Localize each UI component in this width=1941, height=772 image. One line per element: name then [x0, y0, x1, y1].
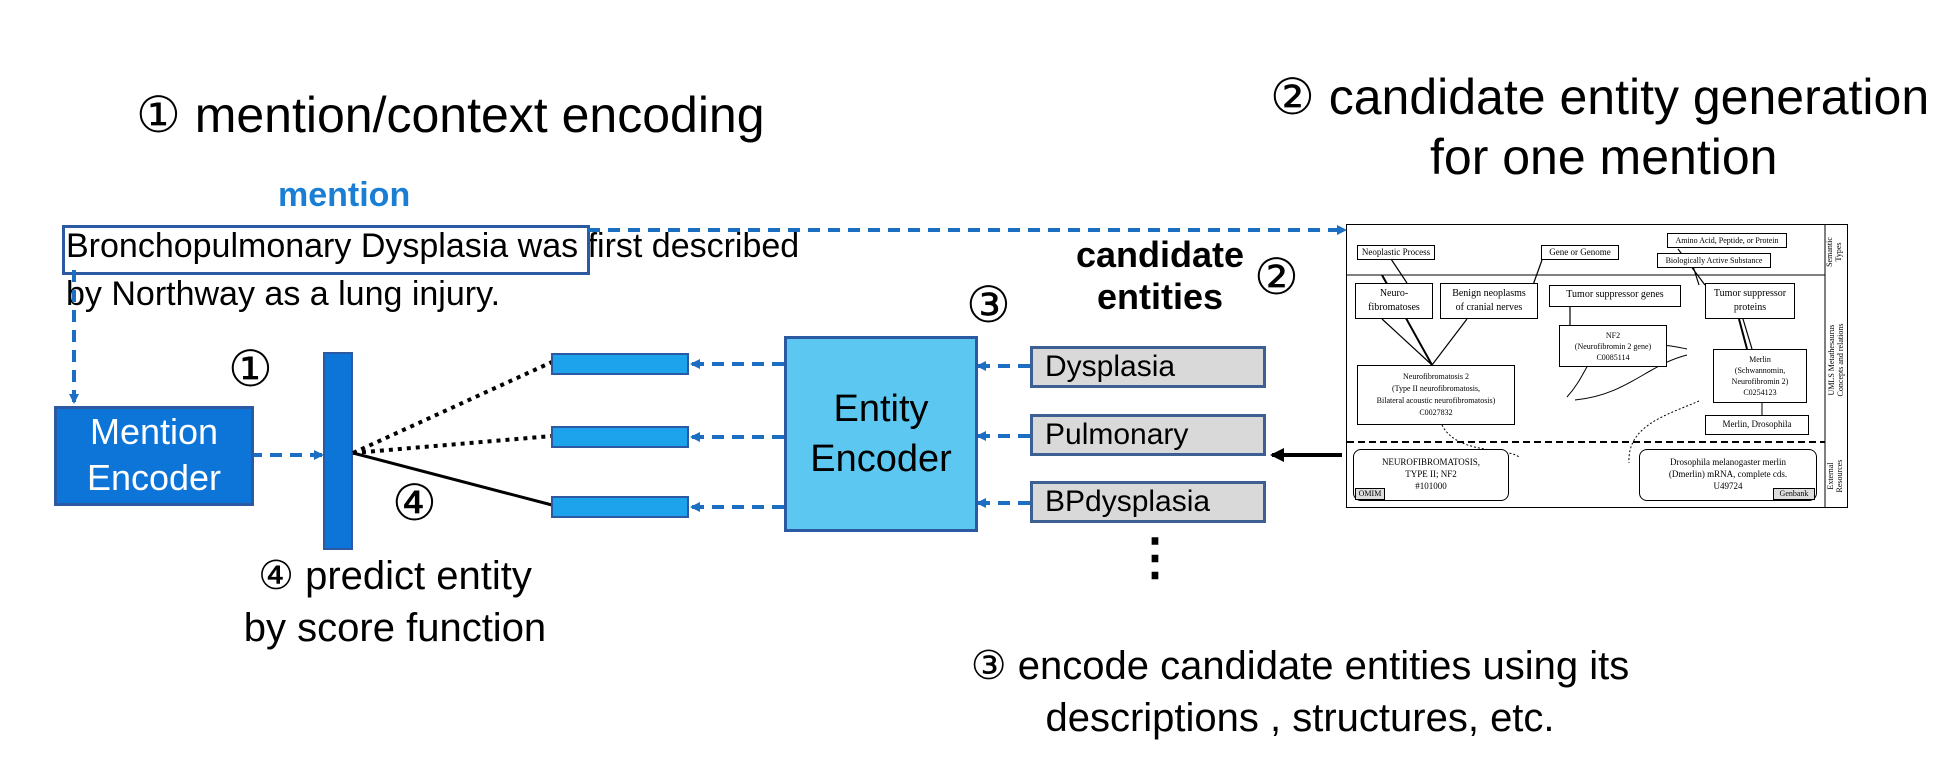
candidate-item-1: Dysplasia: [1030, 346, 1266, 388]
kg-genbank-tag: Genbank: [1773, 488, 1815, 500]
mention-encoder-box: Mention Encoder: [54, 406, 254, 506]
kg-concept-neuro: Neuro- fibromatoses: [1355, 283, 1433, 319]
candidate-item-3: BPdysplasia: [1030, 481, 1266, 523]
kg-side-umls: UMLS Metathesaurus Concepts and relation…: [1827, 323, 1845, 397]
step3-caption: ③ encode candidate entities using its de…: [860, 640, 1740, 744]
step2-title-line2: for one mention: [1430, 129, 1778, 185]
entity-encoder-line2: Encoder: [810, 438, 952, 480]
step2-title-line1: ② candidate entity generation: [1270, 69, 1930, 125]
mention-label: mention: [278, 176, 411, 214]
kg-concept-tsp: Tumor suppressor proteins: [1705, 283, 1795, 319]
mention-encoder-line2: Encoder: [86, 457, 222, 498]
marker-2: ②: [1254, 249, 1299, 305]
entity-vector-1: [551, 353, 689, 375]
step4-caption-line1: ④ predict entity: [258, 554, 532, 598]
kg-type-gene: Gene or Genome: [1541, 245, 1619, 260]
step3-caption-line1: ③ encode candidate entities using its: [970, 644, 1630, 688]
candidate-more-ellipsis: ⋮: [1130, 529, 1180, 585]
score-line-3: [352, 451, 553, 507]
kg-type-neoplastic: Neoplastic Process: [1357, 245, 1435, 260]
score-line-1: [352, 360, 553, 455]
kg-concept-merlin: Merlin (Schwannomin, Neurofibromin 2) C0…: [1713, 349, 1807, 403]
candidate-title-line1: candidate: [1075, 234, 1245, 275]
step4-caption: ④ predict entity by score function: [230, 550, 560, 654]
mention-vector: [323, 352, 353, 550]
kg-type-amino-acid: Amino Acid, Peptide, or Protein: [1667, 233, 1787, 248]
kg-side-semantic: Semantic Types: [1825, 237, 1843, 267]
kg-concept-nf2: NF2 (Neurofibromin 2 gene) C0085114: [1559, 325, 1667, 367]
kg-type-bio-active: Biologically Active Substance: [1657, 253, 1771, 268]
mention-encoder-line1: Mention: [89, 411, 219, 452]
marker-1: ①: [228, 341, 273, 397]
marker-4: ④: [392, 475, 437, 531]
entity-vector-2: [551, 426, 689, 448]
candidate-entities-title: candidate entities: [1060, 234, 1260, 318]
kg-concept-nfm2: Neurofibromatosis 2 (Type II neurofibrom…: [1357, 365, 1515, 425]
knowledge-graph-figure: Neoplastic Process Gene or Genome Amino …: [1346, 224, 1848, 508]
sentence-rest: was first described: [508, 227, 800, 265]
candidate-item-2: Pulmonary: [1030, 414, 1266, 456]
sentence-line2: by Northway as a lung injury.: [66, 275, 501, 313]
step4-caption-line2: by score function: [243, 606, 547, 650]
candidate-title-line2: entities: [1096, 276, 1224, 317]
kg-concept-benign: Benign neoplasms of cranial nerves: [1440, 283, 1538, 319]
step1-title: ① mention/context encoding: [136, 87, 765, 143]
sentence-line1: Bronchopulmonary Dysplasia was first des…: [66, 222, 799, 270]
mention-span: Bronchopulmonary Dysplasia: [66, 227, 509, 265]
marker-3: ③: [966, 277, 1011, 333]
score-line-2: [352, 434, 553, 455]
kg-concept-merlin-dros: Merlin, Drosophila: [1705, 415, 1809, 435]
entity-vector-3: [551, 496, 689, 518]
kg-concept-tsg: Tumor suppressor genes: [1549, 285, 1681, 307]
entity-encoder-box: Entity Encoder: [784, 336, 978, 532]
step3-caption-line2: descriptions , structures, etc.: [1045, 696, 1555, 740]
entity-encoder-line1: Entity: [833, 388, 929, 430]
kg-side-external: External Resources: [1826, 459, 1844, 493]
mention-highlight-box: [62, 225, 590, 275]
kg-omim-tag: OMIM: [1355, 488, 1385, 500]
